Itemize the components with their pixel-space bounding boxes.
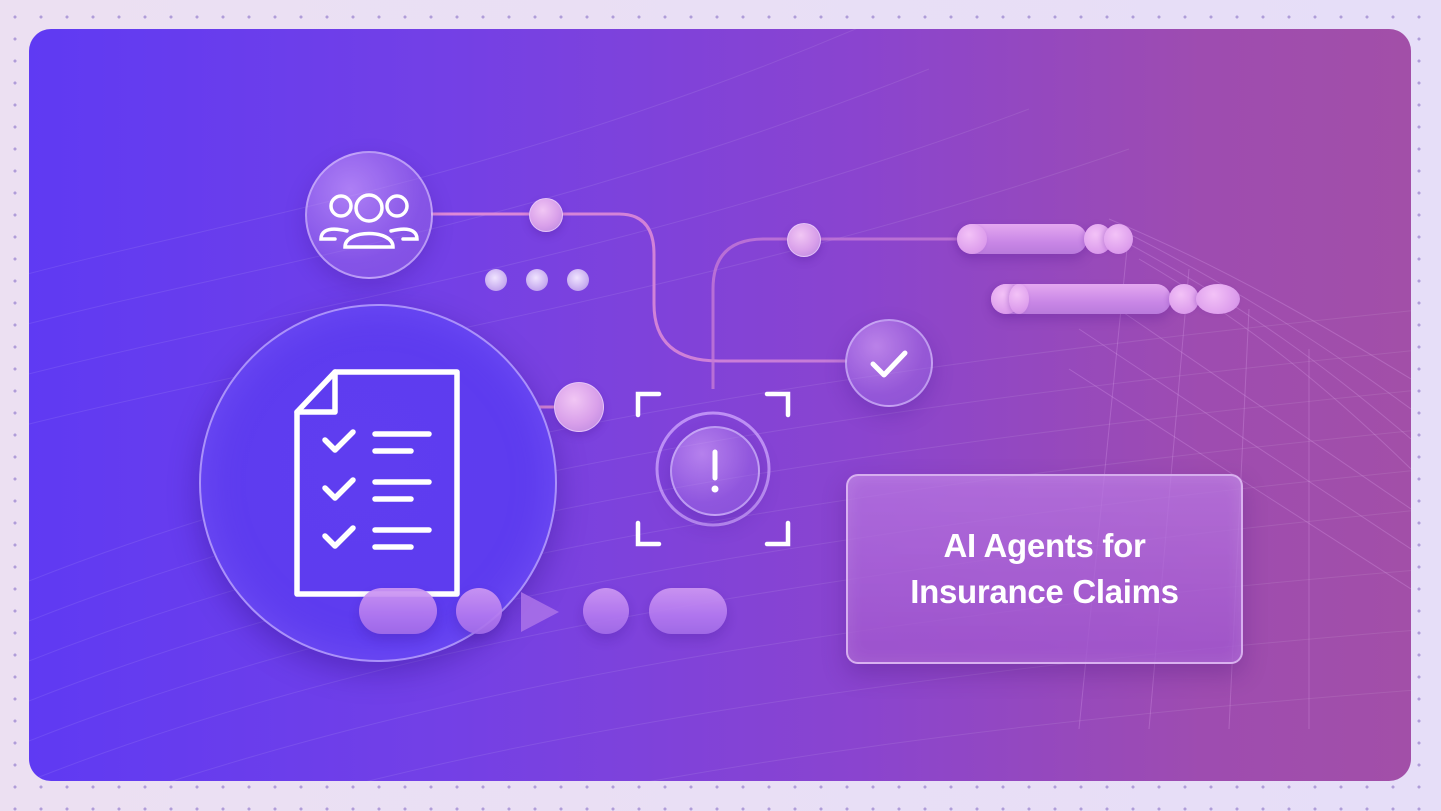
connector-line-team-to-check [431, 212, 847, 363]
hero-banner: AI Agents for Insurance Claims [29, 29, 1411, 781]
pill-bar-cap [957, 224, 987, 254]
loading-dot [526, 269, 548, 291]
alert-circle [670, 426, 760, 516]
checkmark-icon [870, 350, 908, 378]
circle-shape [456, 588, 502, 634]
connector-bead [529, 198, 563, 232]
play-triangle-icon [521, 592, 559, 632]
title-line-1: AI Agents for [943, 527, 1146, 564]
approved-circle [845, 319, 933, 407]
pill-bar-cap [1009, 284, 1029, 314]
loading-dot [567, 269, 589, 291]
team-circle [305, 151, 433, 279]
exclamation-alert-icon [711, 449, 719, 493]
scan-frame-corners-icon [635, 391, 791, 547]
pill-shape [359, 588, 437, 634]
loading-dot [485, 269, 507, 291]
title-line-2: Insurance Claims [910, 573, 1179, 610]
connector-bead [787, 223, 821, 257]
title-card: AI Agents for Insurance Claims [846, 474, 1243, 664]
pill-bar-cap [1196, 284, 1240, 314]
users-group-icon [319, 193, 419, 249]
pill-bar-cap [1104, 224, 1133, 254]
connector-bead [554, 382, 604, 432]
circle-shape [583, 588, 629, 634]
checklist-document-icon [294, 369, 460, 597]
connector-line-alert-to-pills [711, 237, 959, 389]
pill-bar-cap [1169, 284, 1199, 314]
pill-shape [649, 588, 727, 634]
